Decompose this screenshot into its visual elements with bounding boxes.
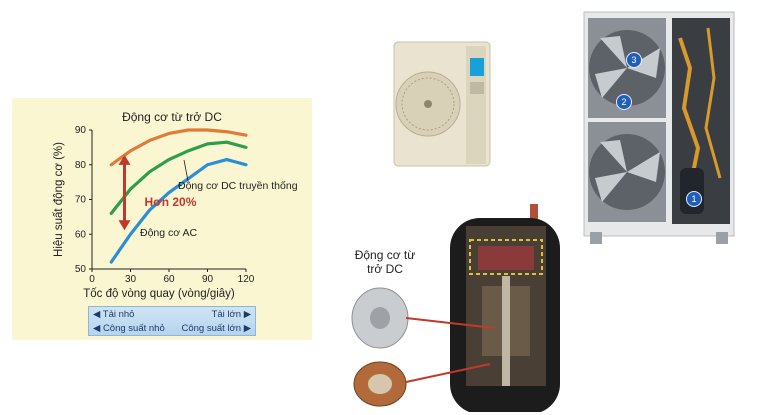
x-tick-label: 120 (238, 274, 255, 285)
y-tick-label: 80 (75, 160, 87, 171)
series-line-3 (109, 157, 248, 264)
motor-label: Động cơ từ trở DC (354, 248, 416, 276)
series-label-2-pointer (183, 159, 189, 182)
y-tick-label: 70 (75, 195, 87, 206)
badge-1: 1 (686, 191, 702, 207)
badge-3: 3 (626, 52, 642, 68)
annotation-label: Hơn 20% (145, 195, 197, 209)
x-tick-label: 60 (163, 274, 175, 285)
series-line-1 (109, 128, 248, 167)
compressor-cutaway-image (351, 204, 560, 412)
annotation-arrow-head-bottom (118, 220, 131, 231)
x-tick-label: 90 (202, 274, 214, 285)
load-large-label: Tải lớn ▶ (211, 309, 251, 320)
y-tick-label: 90 (75, 125, 87, 136)
x-tick-label: 30 (125, 274, 137, 285)
series-line-2 (109, 140, 248, 215)
y-tick-label: 50 (75, 264, 87, 275)
badge-2: 2 (616, 94, 632, 110)
y-axis-label: Hiệu suất động cơ (%) (53, 142, 65, 257)
series-label-2: Động cơ DC truyền thống (178, 180, 298, 192)
load-capacity-bar: ◀ Tải nhỏ ◀ Công suất nhỏ Tải lớn ▶ Công… (88, 306, 256, 336)
outdoor-unit-image (393, 41, 491, 167)
vrv-unit-cutaway-image (583, 11, 735, 244)
load-small-label: ◀ Tải nhỏ (93, 309, 135, 320)
series-label-3: Động cơ AC (140, 227, 197, 239)
annotation-arrow-head-top (118, 154, 131, 165)
series-label-1: Động cơ từ trở DC (122, 110, 222, 124)
capacity-large-label: Công suất lớn ▶ (181, 323, 251, 334)
y-tick-label: 60 (75, 229, 87, 240)
x-tick-label: 0 (89, 274, 95, 285)
chart-panel (12, 98, 312, 340)
capacity-small-label: ◀ Công suất nhỏ (93, 323, 165, 334)
x-axis-label: Tốc độ vòng quay (vòng/giây) (83, 288, 235, 300)
